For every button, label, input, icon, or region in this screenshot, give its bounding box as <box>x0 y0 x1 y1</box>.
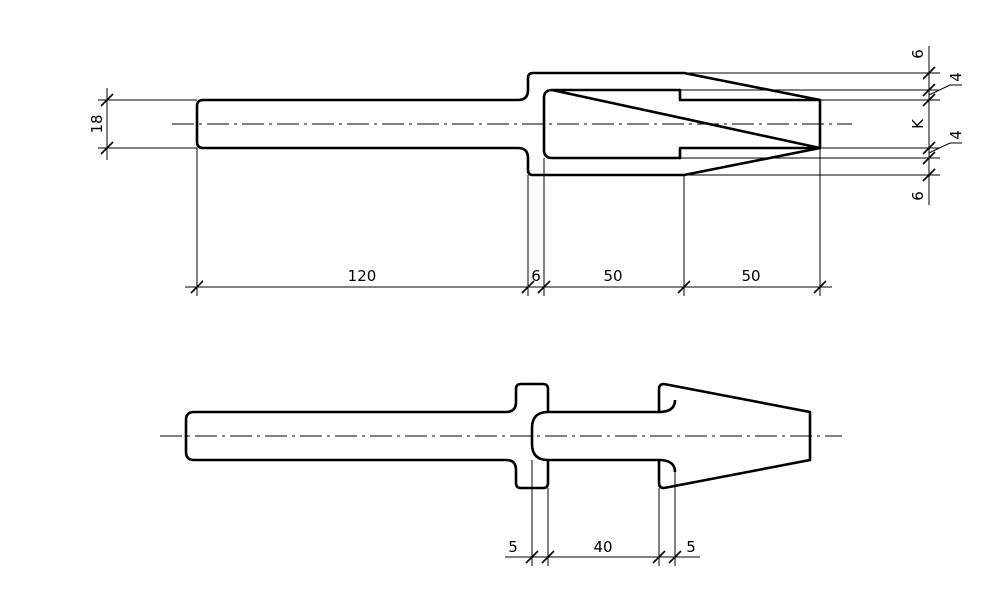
leader-step-bottom <box>928 142 962 154</box>
dim-tick <box>677 280 691 294</box>
dim-tick <box>537 280 551 294</box>
dim-tick <box>668 550 682 564</box>
top-outer-contour <box>195 71 822 177</box>
dim-tick <box>525 550 539 564</box>
dim-shaft-diameter: 18 <box>88 114 106 133</box>
dim-tick <box>922 168 936 182</box>
dim-tick <box>521 280 535 294</box>
dim-shaft-length: 120 <box>348 267 377 285</box>
top-view: 120 6 50 50 18 6 4 K 4 6 <box>88 46 965 296</box>
dim-tick <box>813 280 827 294</box>
dim-left-groove: 5 <box>508 538 518 556</box>
dim-tick <box>190 280 204 294</box>
dim-step-bottom: 4 <box>947 130 965 140</box>
dim-tick <box>541 550 555 564</box>
dim-wall-bottom: 6 <box>909 191 927 201</box>
bottom-view: 5 40 5 <box>160 382 842 566</box>
dim-step-top: 4 <box>947 72 965 82</box>
dim-tick <box>922 93 936 107</box>
dim-wall-top: 6 <box>909 49 927 59</box>
dim-tick <box>922 83 936 97</box>
dim-tick <box>922 151 936 165</box>
dim-collar-width: 6 <box>531 267 541 285</box>
dim-tick <box>652 550 666 564</box>
bottom-outer-contour <box>184 382 812 490</box>
dim-tick <box>100 141 114 155</box>
dim-tick <box>922 66 936 80</box>
bottom-inner-body <box>530 410 549 462</box>
dim-bore-diameter: K <box>909 118 927 129</box>
bottom-right-groove <box>658 399 677 473</box>
dim-taper-length: 50 <box>741 267 760 285</box>
leader-step-top <box>928 84 962 96</box>
dim-middle-length: 40 <box>593 538 612 556</box>
dim-tick <box>100 93 114 107</box>
dim-tick <box>922 141 936 155</box>
dim-bore-length: 50 <box>603 267 622 285</box>
dim-right-groove: 5 <box>686 538 696 556</box>
top-inner-bore <box>542 88 822 160</box>
